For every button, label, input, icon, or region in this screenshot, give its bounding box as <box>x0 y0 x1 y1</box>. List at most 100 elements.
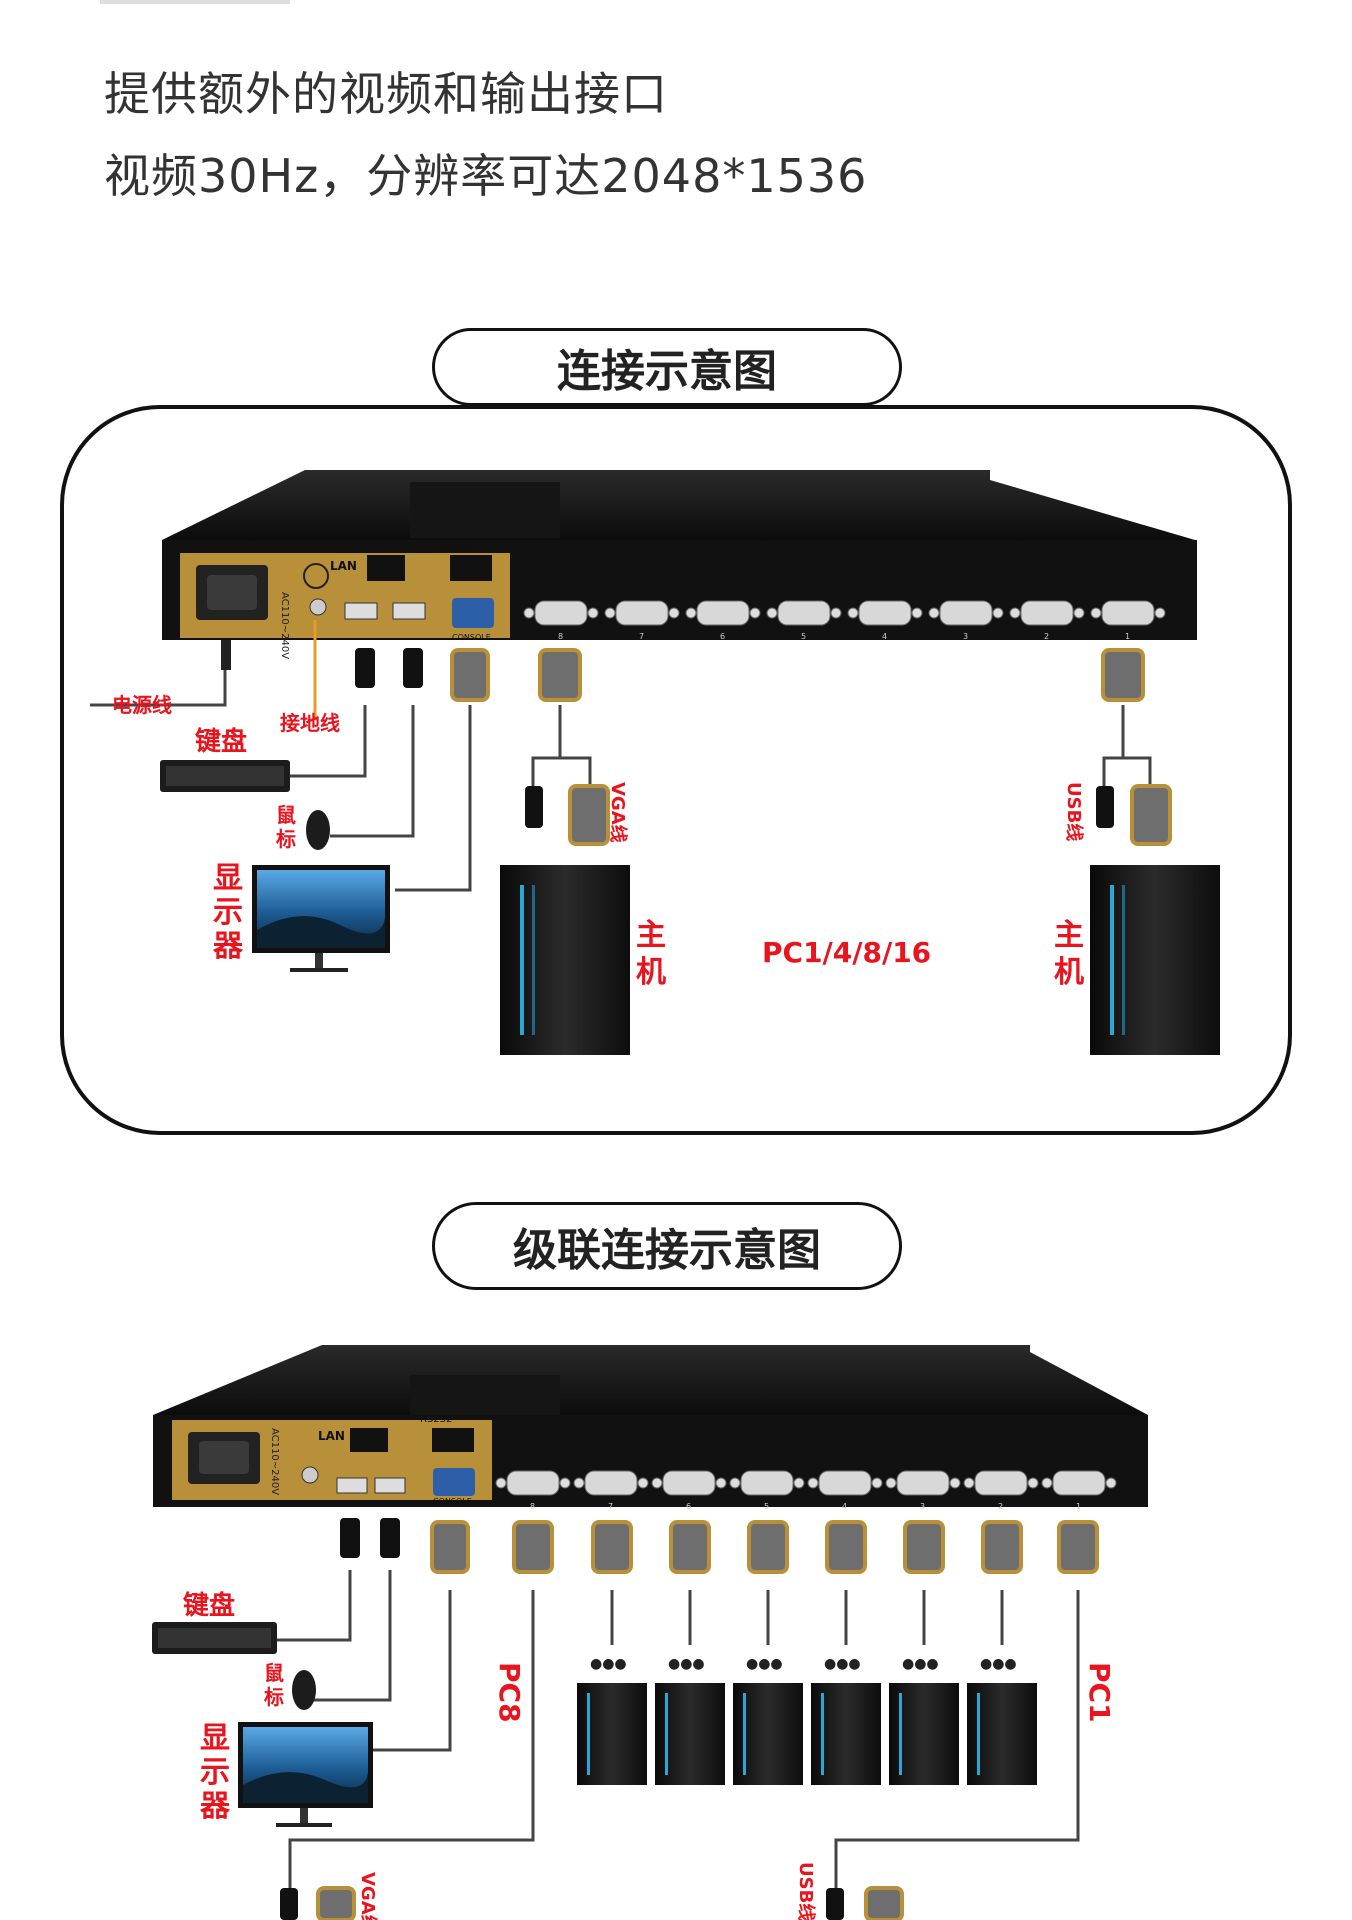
ellipsis-dots: ●●● <box>902 1656 939 1672</box>
d1-port-number-5: 5 <box>801 632 806 641</box>
cascade-pc-1 <box>577 1683 647 1785</box>
diagram2-title: 级联连接示意图 <box>432 1202 902 1290</box>
cascade-connector-6 <box>981 1520 1023 1574</box>
usb-plug-keyboard <box>355 648 375 688</box>
usb-port-1a <box>344 602 378 620</box>
vga-plug-console <box>450 648 490 702</box>
host-pc-right <box>1090 865 1220 1055</box>
mouse-label-1b: 标 <box>276 827 296 851</box>
monitor-label-1c: 器 <box>212 929 244 964</box>
d2-port-number-1: 1 <box>1076 1502 1081 1511</box>
intro-line-2: 视频30Hz，分辨率可达2048*1536 <box>104 149 868 203</box>
d2-port-number-5: 5 <box>764 1502 769 1511</box>
d1-port-5: 5 <box>766 600 842 641</box>
d2-port-number-8: 8 <box>530 1502 535 1511</box>
ellipsis-dots: ●●● <box>590 1656 627 1672</box>
d1-port-number-1: 1 <box>1125 632 1130 641</box>
pc-ports-2: 8 7 6 5 4 3 2 1 <box>495 1470 1117 1511</box>
d1-port-number-3: 3 <box>963 632 968 641</box>
console-vga-port-1 <box>452 598 494 628</box>
pc1-label: PC1 <box>1083 1662 1116 1723</box>
cables-2 <box>275 1570 1080 1888</box>
ellipsis-dots: ●●● <box>824 1656 861 1672</box>
d2-port-6: 6 <box>651 1470 727 1511</box>
mouse-icon-2 <box>292 1670 316 1710</box>
d1-port-6: 6 <box>685 600 761 641</box>
usb-cable-label-1: USB线 <box>1063 782 1085 841</box>
d1-port-8: 8 <box>523 600 599 641</box>
connectors-1 <box>221 640 1172 846</box>
vga-cable-label-2: VGA线 <box>357 1872 379 1920</box>
cascade-connector-4 <box>825 1520 867 1574</box>
cascade-pc-3 <box>733 1683 803 1785</box>
top-divider <box>100 0 290 4</box>
monitor-1 <box>252 865 390 972</box>
d2-port-1: 1 <box>1041 1470 1117 1511</box>
diagram1-frame <box>60 405 1292 1135</box>
ground-wire-label: 接地线 <box>280 711 340 735</box>
mouse-label-2b: 标 <box>264 1685 284 1709</box>
d1-port-4: 4 <box>847 600 923 641</box>
d1-port-number-4: 4 <box>882 632 887 641</box>
monitor-label-2c: 器 <box>199 1789 231 1824</box>
d2-port-5: 5 <box>729 1470 805 1511</box>
monitor-label-2b: 示 <box>200 1755 230 1790</box>
cables-1 <box>90 620 1152 892</box>
mouse-label-2a: 鼠 <box>264 1661 284 1685</box>
mouse-icon-1 <box>306 810 330 850</box>
keyboard-1 <box>160 760 290 792</box>
cascade-connector-3 <box>747 1520 789 1574</box>
mouse-label-1a: 鼠 <box>276 803 296 827</box>
pc-ports-1: 8 7 6 5 4 3 2 1 <box>523 600 1166 641</box>
d1-port-7: 7 <box>604 600 680 641</box>
monitor-label-1b: 示 <box>213 895 243 930</box>
rs232-label-1: RS232 <box>440 544 472 555</box>
host-label-left-b: 机 <box>636 955 666 990</box>
cascade-connector-2 <box>669 1520 711 1574</box>
usb-cable-label-2: USB线 <box>795 1862 817 1920</box>
cascaded-pcs: ●●●●●●●●●●●●●●●●●● <box>577 1520 1037 1785</box>
cascade-pc-6 <box>967 1683 1037 1785</box>
rs232-label-2: RS232 <box>420 1414 452 1425</box>
power-rating-1: AC110~240V <box>279 592 290 659</box>
cascade-pc-4 <box>811 1683 881 1785</box>
d2-port-3: 3 <box>885 1470 961 1511</box>
d1-port-2: 2 <box>1009 600 1085 641</box>
usb-port-1b <box>392 602 426 620</box>
d1-port-number-8: 8 <box>558 632 563 641</box>
ground-icon <box>303 563 329 589</box>
connectors-2 <box>280 1518 1099 1920</box>
d1-port-number-6: 6 <box>720 632 725 641</box>
d2-port-8: 8 <box>495 1470 571 1511</box>
lan-label-2: LAN <box>318 1429 345 1443</box>
keyboard-label-2: 键盘 <box>183 1590 235 1621</box>
ellipsis-dots: ●●● <box>746 1656 783 1672</box>
d2-port-2: 2 <box>963 1470 1039 1511</box>
host-pc-left <box>500 865 630 1055</box>
cascade-pc-5 <box>889 1683 959 1785</box>
d2-port-number-3: 3 <box>920 1502 925 1511</box>
d2-port-number-4: 4 <box>842 1502 847 1511</box>
pc8-label: PC8 <box>493 1662 526 1723</box>
host-label-right-a: 主 <box>1054 918 1084 953</box>
monitor-label-1a: 显 <box>213 861 243 896</box>
d2-port-4: 4 <box>807 1470 883 1511</box>
d1-port-3: 3 <box>928 600 1004 641</box>
power-rating-2: AC110~240V <box>269 1428 280 1495</box>
cascade-pc-2 <box>655 1683 725 1785</box>
cascade-connector-5 <box>903 1520 945 1574</box>
lan-label-1: LAN <box>330 559 357 573</box>
usb-plug-mouse <box>403 648 423 688</box>
d2-port-7: 7 <box>573 1470 649 1511</box>
cascade-connector-1 <box>591 1520 633 1574</box>
ellipsis-dots: ●●● <box>980 1656 1017 1672</box>
d2-port-number-7: 7 <box>608 1502 613 1511</box>
kvm-switch-1: AC110~240V LAN RS232 CONSOLE 8 7 6 5 4 3 2 1 <box>162 470 1197 659</box>
keyboard-label-1: 键盘 <box>195 726 247 757</box>
host-label-left-a: 主 <box>636 918 666 953</box>
keyboard-2 <box>152 1622 277 1654</box>
d1-port-number-7: 7 <box>639 632 644 641</box>
console-label-2: CONSOLE <box>433 1497 472 1506</box>
vga-plug-port8 <box>538 648 582 702</box>
console-label-1: CONSOLE <box>452 633 491 642</box>
